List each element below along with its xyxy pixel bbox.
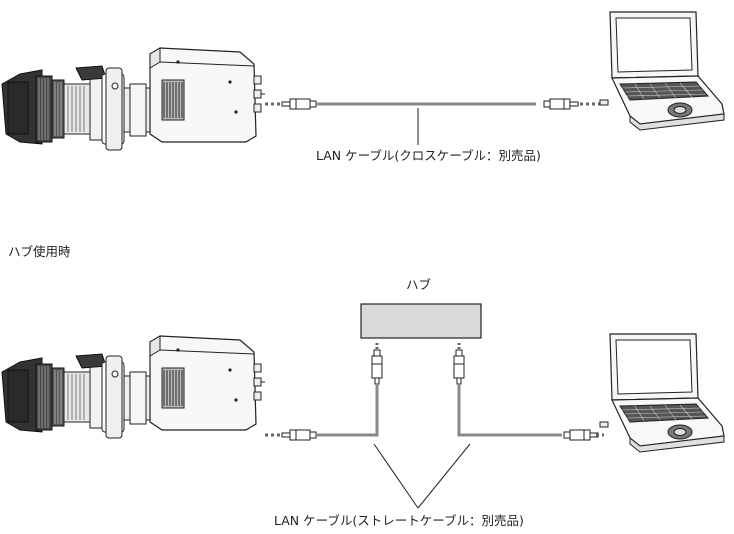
laptop-icon (599, 333, 725, 453)
hub-box (360, 303, 482, 339)
hub-label: ハブ (406, 277, 432, 292)
lan-cable-straight (316, 384, 379, 437)
camera-icon (1, 335, 266, 439)
section-title: ハブ使用時 (8, 244, 71, 259)
lan-plug-icon (563, 429, 599, 441)
camera-icon (1, 47, 266, 151)
lan-cable-straight (457, 384, 562, 437)
lan-plug-icon (543, 98, 579, 110)
laptop-icon (599, 11, 725, 131)
cable-label-straight: LAN ケーブル(ストレートケーブル：別売品) (274, 513, 524, 528)
cable-label-cross: LAN ケーブル(クロスケーブル：別売品) (316, 148, 541, 163)
lan-plug-icon (281, 429, 317, 441)
lan-plug-icon (371, 349, 383, 385)
lan-plug-icon (453, 349, 465, 385)
lan-plug-icon (281, 98, 317, 110)
